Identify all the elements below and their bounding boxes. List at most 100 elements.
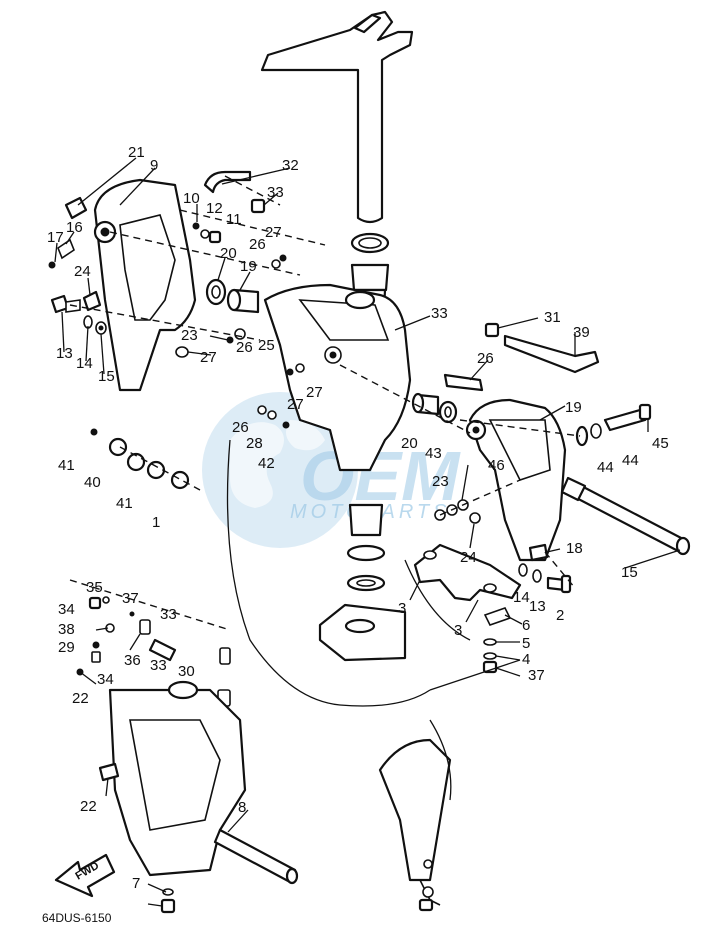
- callout-27: 27: [306, 384, 323, 401]
- small-parts-cluster: [76, 596, 231, 707]
- lower-mount-rubber: [318, 503, 407, 662]
- callout-14: 14: [513, 589, 530, 606]
- callout-18: 18: [566, 540, 583, 557]
- callout-27: 27: [200, 349, 217, 366]
- callout-23: 23: [432, 473, 449, 490]
- washers-15-14-right: [518, 563, 542, 583]
- callout-40: 40: [84, 474, 101, 491]
- callout-4: 4: [522, 651, 530, 668]
- callout-44: 44: [622, 452, 639, 469]
- fwd-arrow-icon: FWD: [54, 853, 116, 898]
- callout-23: 23: [181, 327, 198, 344]
- callout-33: 33: [150, 657, 167, 674]
- bolt-33-top: [250, 198, 266, 214]
- callout-24: 24: [460, 549, 477, 566]
- bolt-43: [603, 403, 652, 432]
- diagram-code: 64DUS-6150: [42, 911, 112, 925]
- callout-11: 11: [226, 211, 242, 228]
- part-23-right: [469, 512, 481, 524]
- callout-2: 2: [556, 607, 564, 624]
- callout-7: 7: [132, 875, 140, 892]
- callout-46: 46: [488, 457, 505, 474]
- washer-15-left: [95, 321, 107, 335]
- pad-3: [483, 607, 512, 626]
- watermark: OEM MOTOPARTS: [202, 392, 461, 548]
- callout-22: 22: [80, 798, 97, 815]
- callout-3: 3: [454, 622, 462, 639]
- callout-33: 33: [267, 184, 284, 201]
- callout-20: 20: [401, 435, 418, 452]
- bolt-24-right: [528, 543, 549, 562]
- callout-16: 16: [66, 219, 83, 236]
- bolt-13-left: [50, 294, 81, 314]
- bushing-19-upper: [226, 288, 260, 314]
- callout-30: 30: [178, 663, 195, 680]
- bushing-19-right: [411, 392, 440, 416]
- callout-27: 27: [265, 224, 282, 241]
- callout-26: 26: [232, 419, 249, 436]
- callout-25: 25: [258, 337, 275, 354]
- parts-6-5-4: [482, 638, 498, 674]
- callout-42: 42: [258, 455, 275, 472]
- callout-9: 9: [150, 157, 158, 174]
- callout-32: 32: [282, 157, 299, 174]
- callout-41: 41: [58, 457, 75, 474]
- callout-34: 34: [97, 671, 114, 688]
- stern-bracket-center: [263, 283, 412, 472]
- callout-41: 41: [116, 495, 133, 512]
- callout-24: 24: [74, 263, 91, 280]
- washer-20-right: [438, 400, 458, 424]
- parts-10-12-11: [192, 222, 222, 244]
- callout-21: 21: [128, 144, 145, 161]
- parts-8-7: [160, 888, 176, 914]
- callout-26: 26: [236, 339, 253, 356]
- bolt-22-left: [98, 762, 120, 782]
- callout-3: 3: [398, 600, 406, 617]
- callout-44: 44: [597, 459, 614, 476]
- mount-bracket-2: [413, 543, 522, 602]
- assembly-dash-lines: [69, 175, 581, 631]
- callout-36: 36: [124, 652, 141, 669]
- callout-15: 15: [621, 564, 638, 581]
- callout-19: 19: [565, 399, 582, 416]
- washer-44-45: [575, 423, 602, 447]
- callout-14: 14: [76, 355, 93, 372]
- callout-13: 13: [56, 345, 73, 362]
- swivel-bracket-right: [465, 398, 567, 562]
- housing-outlines: [226, 439, 521, 801]
- callout-37: 37: [528, 667, 545, 684]
- callout-22: 22: [72, 690, 89, 707]
- parts-27-23-26-left: [175, 328, 246, 358]
- leader-lines: [54, 157, 681, 907]
- callout-35: 35: [86, 579, 103, 596]
- callout-39: 39: [573, 324, 590, 341]
- callout-8: 8: [238, 799, 246, 816]
- pin-39: [443, 373, 484, 392]
- bolt-13-right: [546, 574, 572, 594]
- callout-33: 33: [160, 606, 177, 623]
- callout-28: 28: [246, 435, 263, 452]
- parts-26-27-28-mid: [257, 363, 305, 429]
- callout-20: 20: [220, 245, 237, 262]
- callout-34: 34: [58, 601, 75, 618]
- gearcase-body: [108, 680, 247, 877]
- callout-31: 31: [544, 309, 561, 326]
- callout-5: 5: [522, 635, 530, 652]
- watermark-continents: [230, 420, 325, 508]
- callout-27: 27: [287, 396, 304, 413]
- callout-19: 19: [240, 258, 257, 275]
- nut-26-27-upper: [271, 254, 287, 269]
- callout-29: 29: [58, 639, 75, 656]
- bushings-40-41-42: [90, 428, 190, 490]
- bolt-24-left: [82, 290, 102, 312]
- transom-outline: [378, 738, 452, 912]
- callout-13: 13: [529, 598, 546, 615]
- callout-26: 26: [477, 350, 494, 367]
- callout-37: 37: [122, 590, 139, 607]
- bolt-16-17: [48, 238, 75, 269]
- rod-22-right: [213, 828, 299, 885]
- swivel-bracket-left: [93, 178, 197, 392]
- callout-17: 17: [47, 229, 64, 246]
